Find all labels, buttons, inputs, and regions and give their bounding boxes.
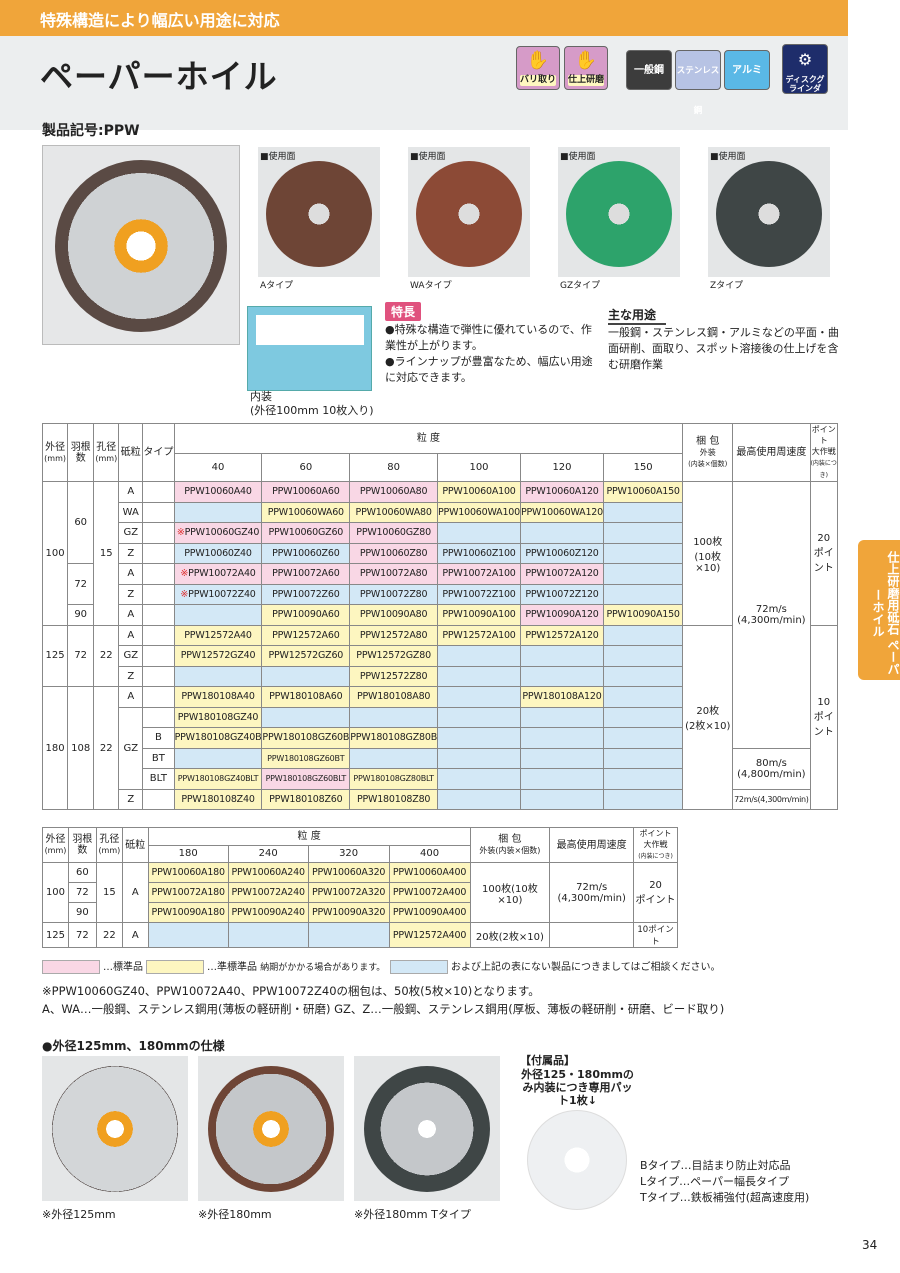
accessory-text: 外径125・180mmのみ内装につき専用パット1枚↓ xyxy=(521,1068,634,1107)
h-bore: 孔径(mm) xyxy=(93,423,120,482)
h-type: タイプ xyxy=(142,423,175,482)
general-steel-icon: 一般鋼 xyxy=(626,50,672,90)
gz-type-photo: ■使用面 GZタイプ xyxy=(558,147,680,291)
h-grit: 粒 度 xyxy=(173,423,684,454)
features-list: ●特殊な構造で弾性に優れているので、作業性が上がります。 ●ラインナップが豊富な… xyxy=(385,323,593,384)
z-type-photo: ■使用面 Zタイプ xyxy=(708,147,830,291)
h-od: 外径(mm) xyxy=(41,423,69,482)
aluminum-icon: アルミ xyxy=(724,50,770,90)
accessory-title: 【付属品】 xyxy=(520,1054,575,1067)
type-descriptions: Bタイプ…目詰まり防止対応品 Lタイプ…ペーパー幅長タイプ Tタイプ…鉄板補強付… xyxy=(640,1159,810,1204)
caption-180t: ※外径180mm Tタイプ xyxy=(354,1208,471,1221)
spec-table-main: 外径(mm) 羽根数 孔径(mm) 砥粒 タイプ 粒 度 梱 包外装(内装×個数… xyxy=(41,423,839,810)
wa-type-photo: ■使用面 WAタイプ xyxy=(408,147,530,291)
wheel-125-photo xyxy=(42,1056,188,1201)
legend-standard: …標準品 xyxy=(42,958,143,974)
tagline-bar: 特殊構造により幅広い用途に対応 xyxy=(0,0,848,36)
features-tag: 特長 xyxy=(385,302,422,321)
wheel-180t-photo xyxy=(354,1056,500,1201)
uses-text: 一般鋼・ステンレス鋼・アルミなどの平面・曲面研削、面取り、スポット溶接後の仕上げ… xyxy=(608,326,839,371)
h-point: ポイント大作戦(内装につき) xyxy=(809,423,839,482)
packaging-note: ※PPW10060GZ40、PPW10072A40、PPW10072Z40の梱包… xyxy=(42,984,540,998)
stainless-icon: ステンレス鋼 xyxy=(675,50,721,116)
product-code: 製品記号:PPW xyxy=(42,123,140,139)
package-box-photo xyxy=(247,306,372,391)
a-type-photo: ■使用面 Aタイプ xyxy=(258,147,380,291)
spec-table-fine: 外径(mm) 羽根数 孔径(mm) 砥粒 粒 度 梱 包外装(内装×個数) 最高… xyxy=(42,827,678,948)
caption-125: ※外径125mm xyxy=(42,1208,116,1221)
h-pack: 梱 包外装(内装×個数) xyxy=(682,423,734,482)
page-title: ペーパーホイル xyxy=(40,57,278,96)
uses-tag: 主な用途 xyxy=(608,306,667,325)
page-header: 特殊構造により幅広い用途に対応 ペーパーホイル ✋バリ取り ✋仕上研磨 一般鋼 … xyxy=(0,0,848,130)
h-grain: 砥粒 xyxy=(118,423,144,482)
wheel-180-photo xyxy=(198,1056,344,1201)
accessory-pad-photo xyxy=(527,1110,627,1210)
finish-icon: ✋仕上研磨 xyxy=(564,46,608,90)
legend-consult: および上記の表にない製品につきましてはご相談ください。 xyxy=(390,958,721,974)
package-caption: 内装(外径100mm 10枚入り) xyxy=(250,390,374,417)
tagline: 特殊構造により幅広い用途に対応 xyxy=(40,11,280,30)
spec-title: ●外径125mm、180mmの仕様 xyxy=(42,1039,225,1053)
main-wheel-photo xyxy=(42,145,240,345)
disc-grinder-icon: ⚙ディスクグラインダ xyxy=(782,44,828,94)
grain-note: A、WA…一般鋼、ステンレス鋼用(薄板の軽研削・研磨) GZ、Z…一般鋼、ステン… xyxy=(42,1002,725,1016)
page-number: 34 xyxy=(862,1238,878,1252)
caption-180: ※外径180mm xyxy=(198,1208,272,1221)
deburr-icon: ✋バリ取り xyxy=(516,46,560,90)
category-side-tab: 仕上研磨用砥石 ペーパーホイル xyxy=(858,540,900,680)
h-speed: 最高使用周速度 xyxy=(732,423,811,482)
h-blades: 羽根数 xyxy=(67,423,95,482)
legend-semi-standard: …準標準品 納期がかかる場合があります。 xyxy=(146,958,385,974)
